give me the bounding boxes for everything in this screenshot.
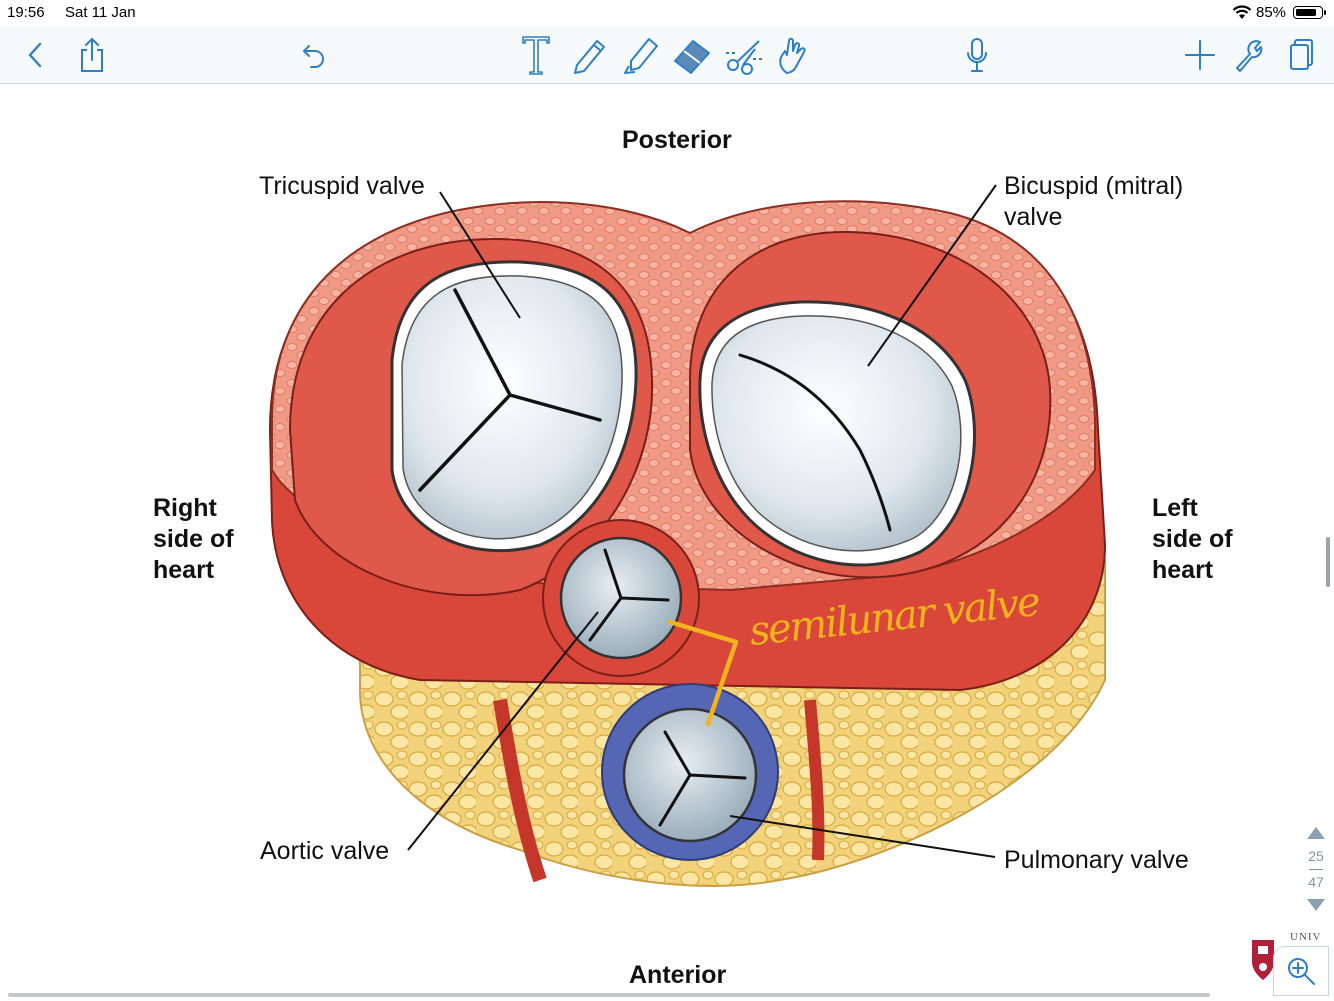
right-side-label-line2: side of [153,525,234,553]
battery-nub [1324,10,1326,15]
lasso-tool[interactable] [722,26,766,83]
highlighter-tool-icon [624,37,658,74]
status-time: 19:56 [7,4,45,21]
back-button[interactable] [20,26,50,83]
bicuspid-valve-label-line2: valve [1004,203,1063,231]
heart-valves-illustration [268,184,1107,887]
total-pages-number: 47 [1308,874,1324,890]
vertical-scrollbar[interactable] [1326,537,1330,587]
next-page-icon[interactable] [1307,899,1325,911]
left-side-label-line3: heart [1152,556,1214,584]
share-icon [81,37,103,72]
status-bar: 19:56 Sat 11 Jan 85% [0,0,1334,26]
wifi-icon [1232,5,1252,19]
left-side-label-line2: side of [1152,525,1233,553]
text-tool[interactable] [518,26,554,83]
previous-page-icon[interactable] [1307,827,1325,839]
microphone-icon [967,37,987,72]
document-page[interactable]: Posterior Tricuspid valve Bicuspid (mitr… [0,84,1334,1001]
current-page-number: 25 [1308,848,1324,864]
battery-percent: 85% [1256,4,1287,21]
eraser-tool-icon [674,39,710,74]
wrench-icon [1236,39,1263,72]
anterior-label: Anterior [629,961,727,989]
undo-icon [303,44,324,68]
add-button[interactable] [1184,26,1216,83]
pulmonary-valve-label: Pulmonary valve [1004,846,1189,874]
add-icon [1185,39,1215,70]
undo-button[interactable] [298,26,330,83]
highlighter-tool[interactable] [618,26,662,83]
page-view-icon [1290,38,1313,70]
left-side-label-line1: Left [1152,494,1198,522]
lasso-scissors-icon [726,39,763,75]
zoom-button[interactable] [1273,946,1329,996]
page-navigator: 25 47 [1298,824,1334,914]
microphone-button[interactable] [962,26,992,83]
horizontal-scrollbar[interactable] [8,993,1210,997]
pen-tool[interactable] [568,26,610,83]
settings-button[interactable] [1232,26,1266,83]
page-view-button[interactable] [1286,26,1316,83]
battery-icon [1293,6,1323,19]
eraser-tool[interactable] [670,26,714,83]
battery-level-fill [1295,8,1316,16]
university-logo-text: UNIV [1290,931,1322,943]
status-date: Sat 11 Jan [65,4,136,21]
text-tool-icon [522,35,550,75]
zoom-in-icon [1288,958,1315,985]
hand-pointer-icon [779,37,806,74]
aortic-valve-label: Aortic valve [260,837,390,865]
toolbar [0,26,1334,84]
page-number-divider [1309,869,1323,870]
university-crest-logo [1250,934,1276,982]
posterior-label: Posterior [622,126,732,154]
back-chevron-icon [28,42,42,67]
share-button[interactable] [74,26,110,83]
bicuspid-valve-label-line1: Bicuspid (mitral) [1004,172,1184,200]
right-side-label-line3: heart [153,556,215,584]
pen-tool-icon [574,39,605,74]
right-side-label-line1: Right [153,494,217,522]
tricuspid-valve-label: Tricuspid valve [259,172,425,200]
hand-tool[interactable] [774,26,810,83]
